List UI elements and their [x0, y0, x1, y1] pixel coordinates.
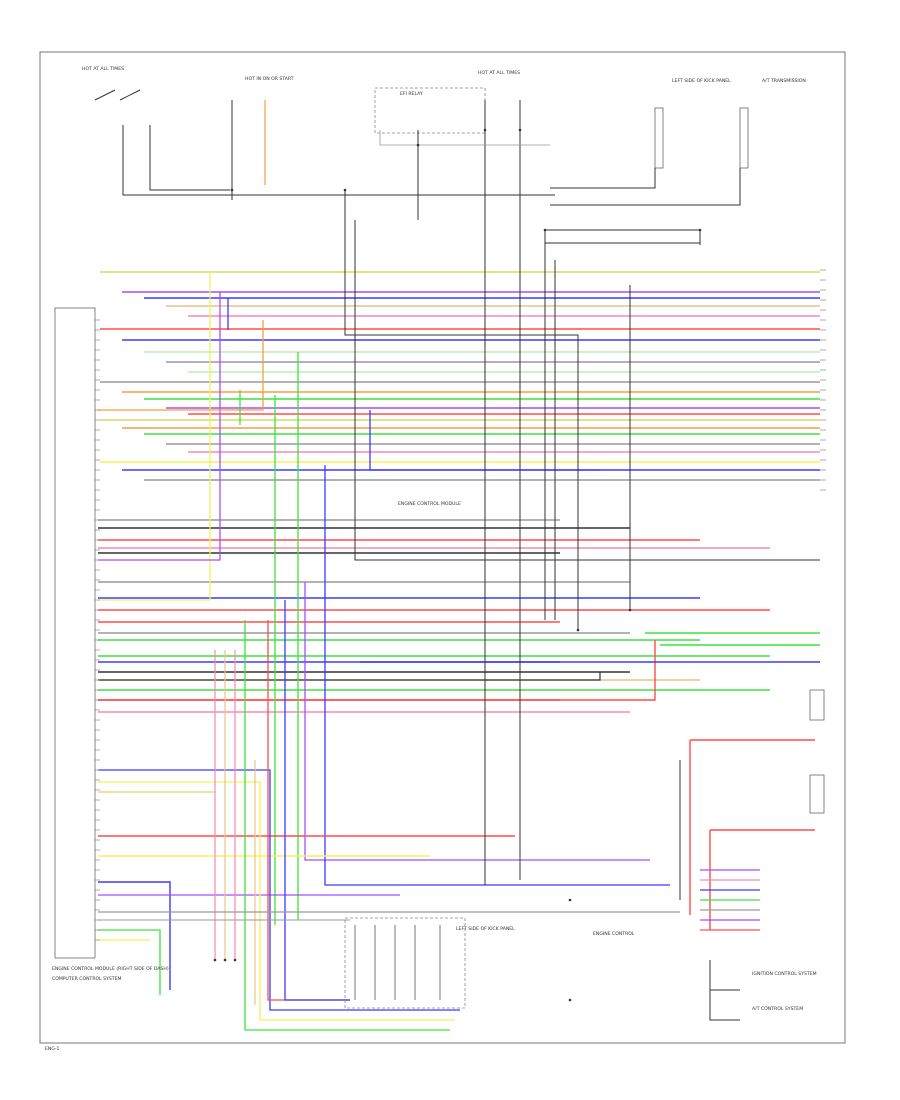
ecm-connector [54, 307, 96, 959]
riser [98, 320, 264, 411]
splice-dot [233, 958, 237, 962]
splice-dot [343, 188, 347, 192]
efi-relay-box [374, 87, 486, 134]
splice-dot [223, 958, 227, 962]
splice-dot [518, 128, 522, 132]
label-top-left-switch: HOT AT ALL TIMES [82, 66, 124, 72]
lower-wire [284, 600, 350, 1001]
label-ecm: ENGINE CONTROL MODULE [398, 501, 461, 507]
switch-contact [119, 89, 141, 101]
sensor-body-2 [809, 774, 825, 814]
terminal-wire [98, 672, 601, 681]
label-right-top-1: LEFT SIDE OF KICK PANEL [672, 78, 731, 84]
label-efi-relay: EFI RELAY [400, 91, 423, 97]
label-bottom-mid-2: ENGINE CONTROL [593, 931, 635, 937]
ground-wire [149, 125, 230, 191]
splice-dot [230, 188, 234, 192]
switch-contact [94, 89, 116, 101]
sensor-body-1 [809, 689, 825, 721]
riser [304, 582, 650, 861]
splice-dot [568, 998, 572, 1002]
lower-wire [98, 929, 161, 995]
lower-wire [267, 620, 350, 1001]
ground-wire [122, 125, 555, 196]
label-top-center-switch: HOT AT ALL TIMES [478, 70, 520, 76]
splice-dot [213, 958, 217, 962]
component-layer [54, 87, 826, 1009]
right-switch-body [739, 107, 749, 169]
lower-wire [98, 881, 171, 990]
relay-wire [379, 130, 550, 146]
riser [98, 272, 211, 601]
splice-dot [628, 608, 632, 612]
label-bottom-right-2: A/T CONTROL SYSTEM [752, 1006, 803, 1012]
wire-layer [98, 100, 820, 1031]
vertical-feed [344, 190, 579, 630]
splice-dot [543, 228, 547, 232]
diagram-frame [39, 51, 846, 1044]
lower-wire [244, 620, 450, 1031]
switch-wire [550, 168, 741, 206]
splice-dot [483, 128, 487, 132]
lower-wire [98, 769, 460, 1011]
label-bottom-left-2: COMPUTER CONTROL SYSTEM [52, 976, 122, 982]
label-top-mid-switch: HOT IN ON OR START [245, 76, 294, 82]
vertical-feed [354, 220, 820, 561]
sensor-wire [709, 960, 740, 1021]
mid-right-switch-body [654, 107, 664, 169]
splice-dot [416, 143, 420, 147]
terminal-wire [98, 640, 656, 701]
switch-wire [550, 168, 656, 189]
splice-dot [568, 898, 572, 902]
lower-wire [98, 781, 455, 1021]
label-bottom-mid-1: LEFT SIDE OF KICK PANEL [456, 926, 515, 932]
splice-dot [576, 628, 580, 632]
label-bottom-left-1: ENGINE CONTROL MODULE (RIGHT SIDE OF DAS… [52, 966, 169, 972]
riser [369, 410, 600, 471]
fuel-injector-group [344, 917, 466, 1009]
splice-dot [698, 228, 702, 232]
riser [324, 465, 670, 886]
riser [98, 292, 221, 561]
label-right-top-2: A/T TRANSMISSION [762, 78, 806, 84]
page-number: ENG-1 [45, 1046, 60, 1052]
label-bottom-right-1: IGNITION CONTROL SYSTEM [752, 971, 817, 977]
